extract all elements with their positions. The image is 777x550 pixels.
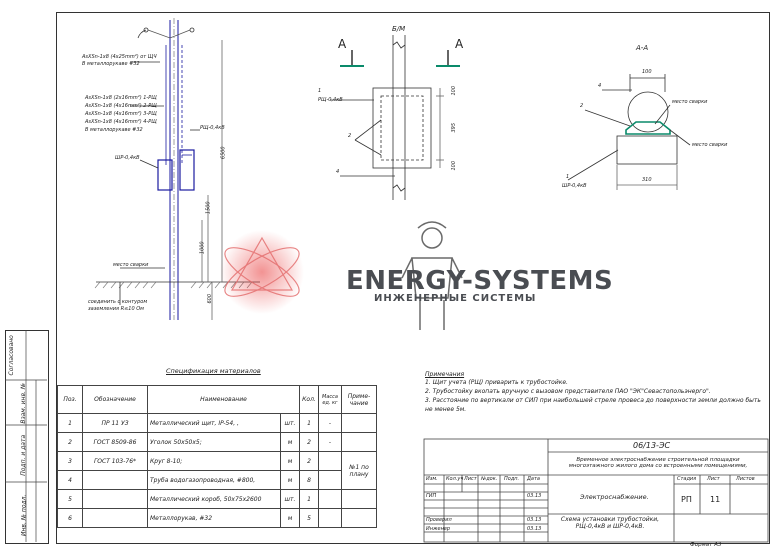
cable-note-1: AsXSn-1x8 (4x25mm²) от ЩЧ <box>82 54 157 60</box>
stamp-col-kol: Кол.уч <box>446 476 464 482</box>
cable-note-a: AsXSn-1x8 (2x16mm²) 1-РЩ <box>85 95 157 101</box>
stamp-checked: Проверил <box>426 517 452 523</box>
spec-note <box>341 508 377 528</box>
table-row: 5 Металлический короб, 50х75х2600 шт. 1 <box>57 489 377 509</box>
stamp-object: Временное электроснабжение строительной … <box>568 457 748 470</box>
spec-note-merged: №1 по плану <box>341 451 377 490</box>
section-mark-right: А <box>455 37 464 51</box>
section-mark-left: А <box>338 37 347 51</box>
stamp-sheet-h: Лист <box>707 476 720 482</box>
aa-label-1: 1 <box>566 174 570 180</box>
ground-note-1: соединить с контуром <box>88 299 148 305</box>
stamp-sheet: 11 <box>710 495 721 504</box>
pole-view <box>94 18 260 320</box>
view-aa-title: А-А <box>636 44 649 52</box>
cable-note-b: AsXSn-1x8 (4x16mm²) 2-РЩ <box>85 103 157 109</box>
stamp-date2: 03.13 <box>527 526 542 532</box>
stamp-stage: РП <box>681 495 692 504</box>
bm-label-2: 2 <box>348 133 352 139</box>
aa-dim-310: 310 <box>642 177 652 183</box>
stamp-col-podp: Подп. <box>504 476 520 482</box>
logo-subtitle: ИНЖЕНЕРНЫЕ СИСТЕМЫ <box>374 293 537 304</box>
note-line-2: 2. Трубостойку вкопать вручную с вызовом… <box>425 388 711 395</box>
side-stamp <box>5 330 49 544</box>
spec-title: Спецификация материалов <box>166 367 261 375</box>
cable-note-d: AsXSn-1x8 (4x16mm²) 4-РЩ <box>85 119 157 125</box>
spec-h-note: Приме- чание <box>341 385 377 414</box>
stamp-engineer: Инженер <box>426 526 451 532</box>
aa-label-4: 4 <box>598 83 602 89</box>
stamp-col-list: Лист <box>464 476 477 482</box>
spec-table: Поз. Обозначение Наименование Кол. Масса… <box>57 385 377 528</box>
spec-h-name: Наименование <box>147 385 300 414</box>
stamp-gip-date: 03.13 <box>527 493 542 499</box>
bm-label-1: 1 <box>318 88 322 94</box>
cable-note-1b: В металлорукаве #32 <box>82 61 140 67</box>
aa-weld-2: место сварки <box>692 142 728 148</box>
bm-label-rsh: РЩ-0,4кВ <box>318 97 343 103</box>
shr-label: ШР-0,4кВ <box>115 155 140 161</box>
view-bm-title: Б/М <box>392 25 406 33</box>
stamp-date1: 03.13 <box>527 517 542 523</box>
stamp-stage-h: Стадия <box>677 476 697 482</box>
note-line-4: не менее 5м. <box>425 406 467 413</box>
note-line-3: 3. Расстояние по вертикали от СИП при на… <box>425 397 761 404</box>
stamp-col-date: Дата <box>527 476 540 482</box>
aa-weld-1: место сварки <box>672 99 708 105</box>
stamp-gip: ГИП <box>426 493 437 499</box>
stamp-sheets-h: Листов <box>736 476 755 482</box>
notes-heading: Примечания <box>425 371 465 378</box>
spec-h-pos: Поз. <box>57 385 83 414</box>
aa-dim-100: 100 <box>642 69 652 75</box>
table-row: 6 Металлорукав, #32 м 5 <box>57 508 377 528</box>
stamp-col-doc: №док. <box>481 476 498 482</box>
table-row: 4 Труба водогазопроводная, #800, м 8 <box>57 470 377 490</box>
logo-name: ENERGY-SYSTEMS <box>346 266 614 296</box>
table-row: 1 ПР 11 УЗ Металлический щит, IP-54, , ш… <box>57 413 377 433</box>
drawing-frame <box>56 12 770 544</box>
stamp-sheet-title: Схема установки трубостойки, РЩ-0,4кВ и … <box>560 516 660 530</box>
cable-note-c: AsXSn-1x8 (4x16mm²) 3-РЩ <box>85 111 157 117</box>
ground-note-2: заземления R≤10 Ом <box>88 306 144 312</box>
spec-header-row: Поз. Обозначение Наименование Кол. Масса… <box>57 385 377 414</box>
stamp-section: Электроснабжение. <box>580 493 649 501</box>
rsh-label: РЩ-0,4кВ <box>200 125 225 131</box>
weld-label: место сварки <box>113 262 149 268</box>
note-line-1: 1. Щит учета (РЩ) приварить к трубостойк… <box>425 379 568 386</box>
bm-label-4: 4 <box>336 169 340 175</box>
spec-h-mass: Масса ед. кг <box>318 385 342 414</box>
stamp-code: 06/13-ЭС <box>633 441 671 450</box>
stamp-format: Формат А3 <box>690 542 722 548</box>
stamp-col-izm: Изм. <box>426 476 438 482</box>
aa-label-2: 2 <box>580 103 584 109</box>
aa-label-shr: ШР-0,4кВ <box>562 183 587 189</box>
cable-note-e: В металлорукаве #32 <box>85 127 143 133</box>
